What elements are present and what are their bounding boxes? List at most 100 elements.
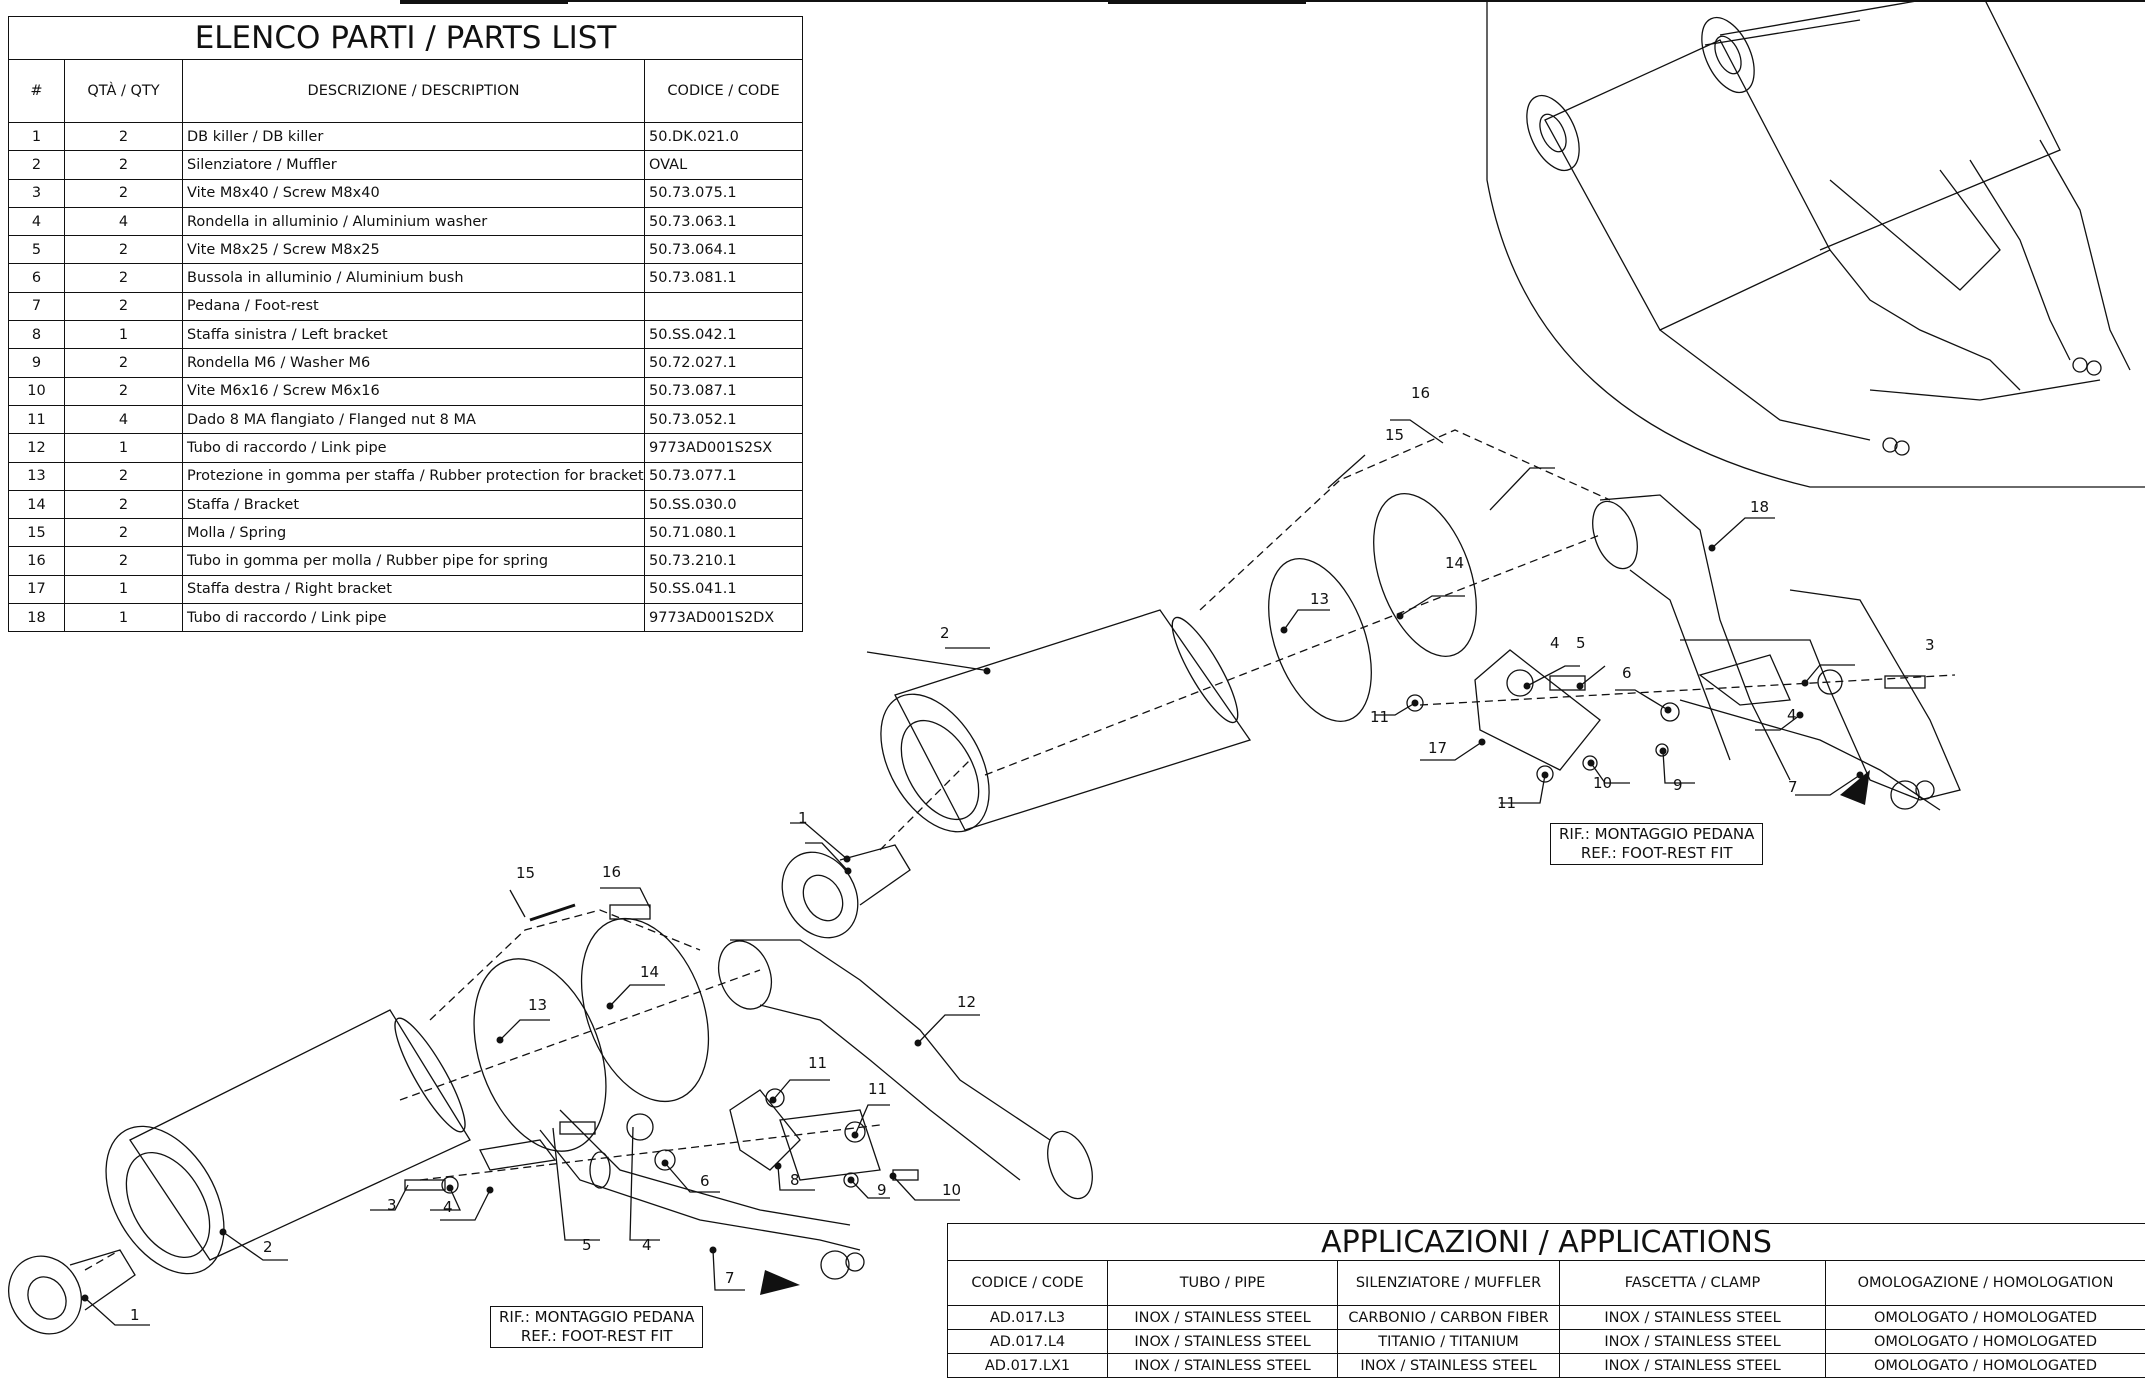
- part-number: 16: [9, 547, 65, 575]
- part-code: 50.73.052.1: [645, 405, 803, 433]
- ref-note-line1: RIF.: MONTAGGIO PEDANA: [499, 1308, 694, 1327]
- part-number: 4: [9, 207, 65, 235]
- callout-left: 10: [942, 1181, 961, 1199]
- col-header-clamp: FASCETTA / CLAMP: [1560, 1261, 1826, 1306]
- callout-left: 7: [725, 1269, 735, 1287]
- part-number: 18: [9, 604, 65, 632]
- part-qty: 1: [65, 604, 183, 632]
- part-number: 15: [9, 519, 65, 547]
- part-number: 13: [9, 462, 65, 490]
- part-number: 5: [9, 236, 65, 264]
- part-number: 17: [9, 575, 65, 603]
- part-description: Tubo di raccordo / Link pipe: [183, 604, 645, 632]
- applications-table: APPLICAZIONI / APPLICATIONS CODICE / COD…: [947, 1223, 2145, 1378]
- col-header-pipe: TUBO / PIPE: [1108, 1261, 1338, 1306]
- part-number: 14: [9, 490, 65, 518]
- col-header-description: DESCRIZIONE / DESCRIPTION: [183, 60, 645, 123]
- app-clamp: INOX / STAINLESS STEEL: [1560, 1354, 1826, 1378]
- part-description: Vite M8x25 / Screw M8x25: [183, 236, 645, 264]
- part-qty: 1: [65, 321, 183, 349]
- part-qty: 2: [65, 547, 183, 575]
- ref-note-left: RIF.: MONTAGGIO PEDANA REF.: FOOT-REST F…: [490, 1306, 703, 1348]
- callout-left: 4: [443, 1198, 453, 1216]
- callout-right: 7: [1788, 778, 1798, 796]
- part-code: 50.73.064.1: [645, 236, 803, 264]
- part-qty: 2: [65, 236, 183, 264]
- inset-assembled-view: [1516, 0, 2130, 455]
- part-qty: 4: [65, 207, 183, 235]
- callout-right: 10: [1593, 774, 1612, 792]
- part-description: Vite M6x16 / Screw M6x16: [183, 377, 645, 405]
- part-number: 2: [9, 151, 65, 179]
- part-code: 50.73.077.1: [645, 462, 803, 490]
- part-description: Staffa sinistra / Left bracket: [183, 321, 645, 349]
- part-number: 10: [9, 377, 65, 405]
- part-qty: 2: [65, 123, 183, 151]
- callout-left: 3: [387, 1196, 397, 1214]
- part-description: Dado 8 MA flangiato / Flanged nut 8 MA: [183, 405, 645, 433]
- callout-left: 4: [642, 1236, 652, 1254]
- part-description: Vite M8x40 / Screw M8x40: [183, 179, 645, 207]
- part-description: Protezione in gomma per staffa / Rubber …: [183, 462, 645, 490]
- callout-right: 16: [1411, 384, 1430, 402]
- right-db-killer: [767, 839, 910, 952]
- callout-right: 5: [1576, 634, 1586, 652]
- part-qty: 1: [65, 575, 183, 603]
- part-code: 50.73.063.1: [645, 207, 803, 235]
- part-qty: 2: [65, 264, 183, 292]
- part-code: 50.SS.041.1: [645, 575, 803, 603]
- part-description: DB killer / DB killer: [183, 123, 645, 151]
- callout-right: 4: [1550, 634, 1560, 652]
- part-code: 9773AD001S2DX: [645, 604, 803, 632]
- parts-list-header-row: # QTÀ / QTY DESCRIZIONE / DESCRIPTION CO…: [9, 60, 803, 123]
- callout-left: 5: [582, 1236, 592, 1254]
- callout-right: 13: [1310, 590, 1329, 608]
- part-qty: 2: [65, 462, 183, 490]
- part-qty: 1: [65, 434, 183, 462]
- callout-left: 11: [868, 1080, 887, 1098]
- callout-right: 11: [1370, 708, 1389, 726]
- right-muffler: [859, 610, 1250, 850]
- part-code: 50.73.075.1: [645, 179, 803, 207]
- callout-left: 11: [808, 1054, 827, 1072]
- right-clamps: [1249, 480, 1497, 736]
- part-qty: 2: [65, 519, 183, 547]
- app-pipe: INOX / STAINLESS STEEL: [1108, 1330, 1338, 1354]
- ref-note-right: RIF.: MONTAGGIO PEDANA REF.: FOOT-REST F…: [1550, 823, 1763, 865]
- part-qty: 2: [65, 490, 183, 518]
- app-homologation: OMOLOGATO / HOMOLOGATED: [1826, 1306, 2145, 1330]
- callout-right: 11: [1497, 794, 1516, 812]
- callout-left: 8: [790, 1171, 800, 1189]
- parts-list-table: ELENCO PARTI / PARTS LIST # QTÀ / QTY DE…: [8, 16, 803, 632]
- part-description: Silenziatore / Muffler: [183, 151, 645, 179]
- right-small-parts: [1407, 670, 1925, 782]
- ref-note-line1: RIF.: MONTAGGIO PEDANA: [1559, 825, 1754, 844]
- col-header-number: #: [9, 60, 65, 123]
- right-link-pipe: [1584, 495, 1790, 780]
- left-db-killer: [0, 1243, 135, 1347]
- part-number: 7: [9, 292, 65, 320]
- callout-right: 9: [1673, 776, 1683, 794]
- part-description: Rondella in alluminio / Aluminium washer: [183, 207, 645, 235]
- part-code: OVAL: [645, 151, 803, 179]
- part-code: [645, 292, 803, 320]
- ref-note-line2: REF.: FOOT-REST FIT: [1559, 844, 1754, 863]
- col-header-muffler: SILENZIATORE / MUFFLER: [1338, 1261, 1560, 1306]
- part-code: 9773AD001S2SX: [645, 434, 803, 462]
- part-description: Staffa / Bracket: [183, 490, 645, 518]
- callout-right: 17: [1428, 739, 1447, 757]
